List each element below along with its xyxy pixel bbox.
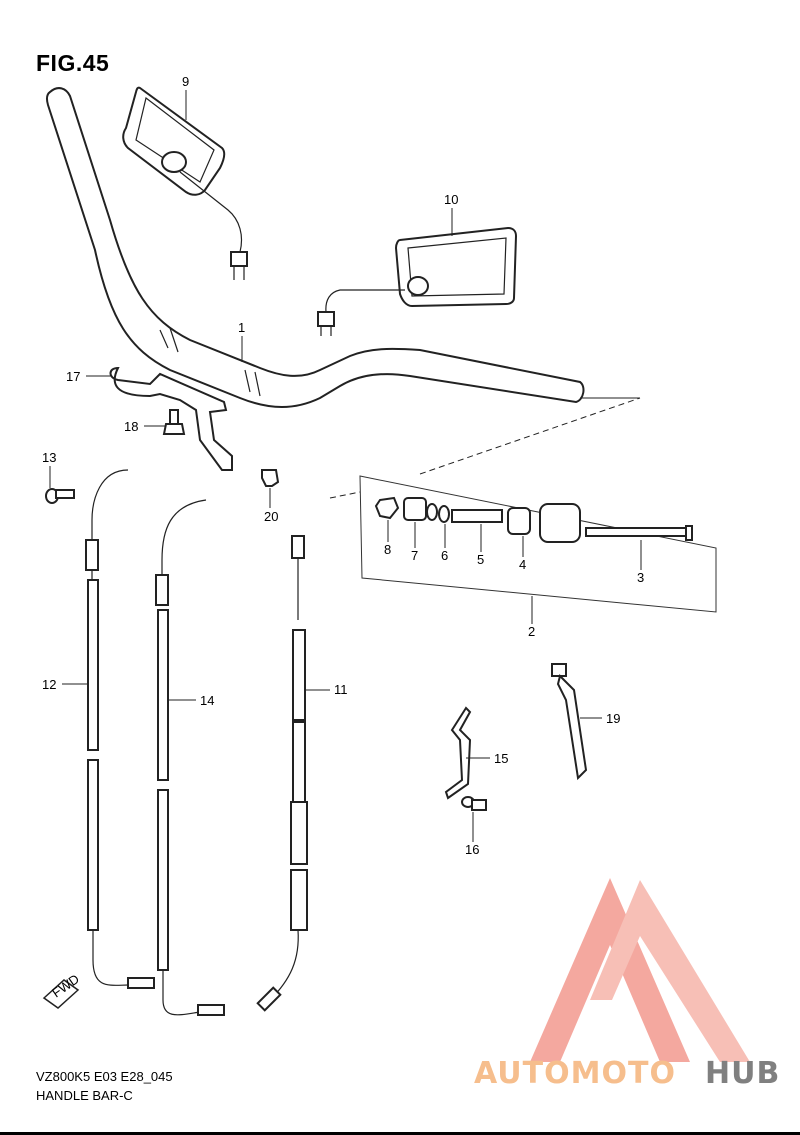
bolt-18 [162,409,186,435]
callout-7: 7 [411,548,418,563]
callout-17: 17 [66,369,80,384]
figure-title: FIG.45 [36,50,110,76]
page-bottom-border [0,1132,800,1135]
callout-18: 18 [124,419,138,434]
kit-part-5-spacer [451,509,503,523]
callout-14: 14 [200,693,214,708]
callout-5: 5 [477,552,484,567]
callout-13: 13 [42,450,56,465]
callout-3: 3 [637,570,644,585]
callout-19: 19 [606,711,620,726]
cable-12 [85,469,155,989]
fwd-arrow: FWD [42,971,82,1009]
clip-20 [261,469,280,487]
watermark-logo: AUTOMOTO HUB [474,878,780,1091]
kit-part-grip-end-weight [539,503,581,543]
handlebar [45,87,585,408]
callout-20: 20 [264,509,278,524]
mirror-right [317,226,518,336]
grip-kit-frame [329,397,717,613]
mirror-left [122,86,248,280]
kit-part-8-nut [374,496,400,520]
callout-15: 15 [494,751,508,766]
callout-8: 8 [384,542,391,557]
kit-part-7-collar [403,497,427,521]
part-16-bolt [461,796,487,811]
kit-part-3-bolt [585,525,693,541]
bracket-throttle-cable [109,366,233,471]
kit-part-6-washer [426,503,450,523]
part-19-cable-tie [551,663,588,781]
watermark-text-hub: HUB [705,1056,780,1091]
callout-10: 10 [444,192,458,207]
watermark-text-automoto: AUTOMOTO [474,1056,676,1091]
callout-4: 4 [519,557,526,572]
callout-11: 11 [334,682,348,697]
callouts: 9 10 1 17 18 13 20 8 7 6 5 4 3 [42,74,644,857]
cable-11 [256,535,308,1012]
callout-16: 16 [465,842,479,857]
kit-part-4-damper [507,507,531,535]
callout-9: 9 [182,74,189,89]
figure-name: HANDLE BAR-C [36,1088,133,1103]
cable-14 [155,499,225,1016]
part-15-clamp [444,706,472,800]
screw-13 [45,488,75,504]
callout-6: 6 [441,548,448,563]
callout-12: 12 [42,677,56,692]
callout-2: 2 [528,624,535,639]
callout-1: 1 [238,320,245,335]
figure-code: VZ800K5 E03 E28_045 [36,1069,173,1084]
